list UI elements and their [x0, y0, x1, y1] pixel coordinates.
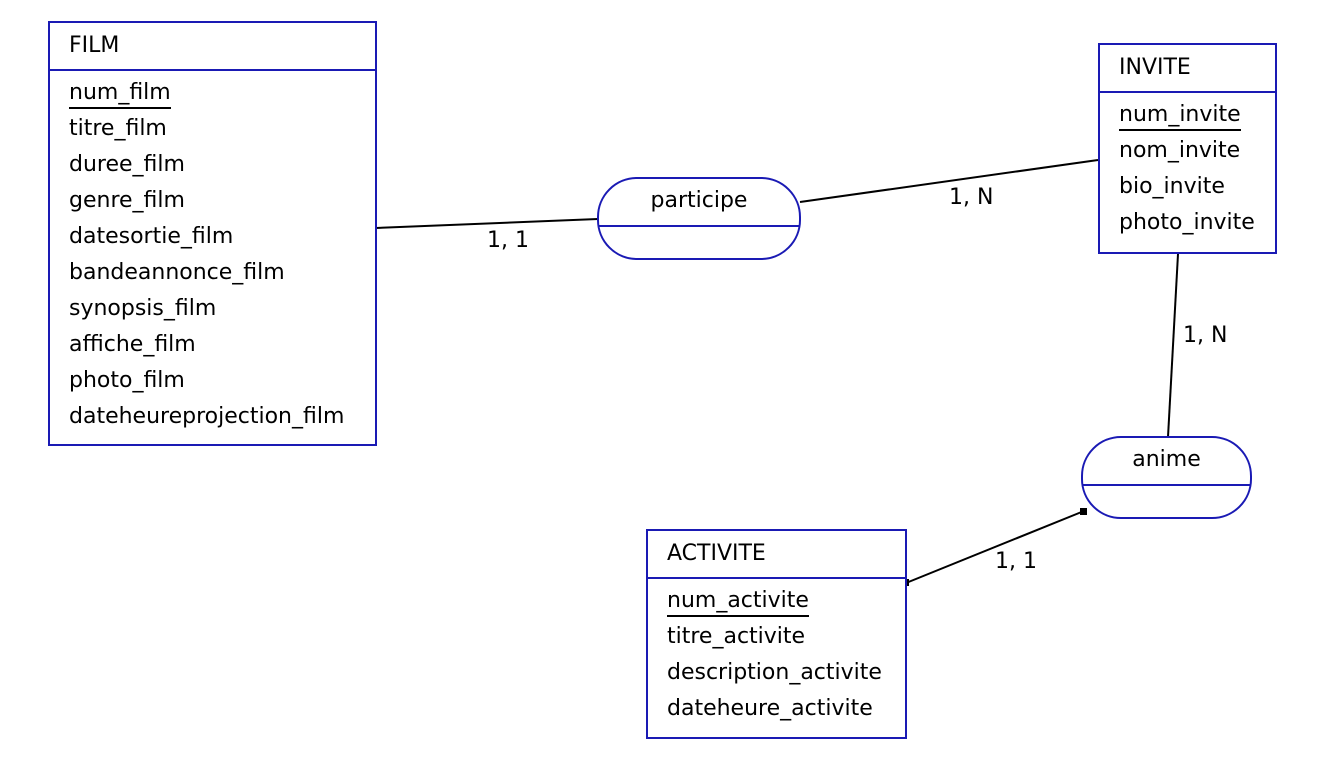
attribute-primary-key: num_activite — [667, 585, 905, 621]
attribute: duree_film — [69, 152, 185, 177]
link-film-participe — [375, 218, 599, 229]
link-anime-activite — [905, 510, 1085, 584]
link-end-marker — [1080, 508, 1087, 515]
link-invite-anime — [1167, 253, 1179, 438]
association-title: participe — [599, 179, 799, 227]
association-anime[interactable]: anime — [1081, 436, 1252, 519]
cardinality-participe-invite: 1, N — [949, 185, 994, 210]
attribute: dateheure_activite — [667, 696, 873, 721]
link-participe-invite — [799, 159, 1099, 203]
entity-activite[interactable]: ACTIVITE num_activite titre_activite des… — [646, 529, 907, 739]
entity-film[interactable]: FILM num_film titre_film duree_film genr… — [48, 21, 377, 446]
attribute-primary-key: num_invite — [1119, 99, 1275, 135]
attribute: genre_film — [69, 188, 185, 213]
attribute-primary-key: num_film — [69, 77, 375, 113]
attribute-list: num_activite titre_activite description_… — [648, 579, 905, 729]
cardinality-anime-activite: 1, 1 — [995, 549, 1037, 574]
attribute: bandeannonce_film — [69, 260, 285, 285]
attribute: titre_activite — [667, 624, 806, 649]
attribute: photo_film — [69, 368, 185, 393]
attribute: synopsis_film — [69, 296, 217, 321]
entity-title: FILM — [50, 23, 375, 71]
attribute: affiche_film — [69, 332, 196, 357]
cardinality-invite-anime: 1, N — [1183, 323, 1228, 348]
association-title: anime — [1083, 438, 1250, 486]
cardinality-film-participe: 1, 1 — [487, 228, 529, 253]
attribute: dateheureprojection_film — [69, 404, 345, 429]
entity-invite[interactable]: INVITE num_invite nom_invite bio_invite … — [1098, 43, 1277, 254]
attribute-list: num_invite nom_invite bio_invite photo_i… — [1100, 93, 1275, 243]
attribute-list: num_film titre_film duree_film genre_fil… — [50, 71, 375, 437]
attribute: nom_invite — [1119, 138, 1241, 163]
attribute: bio_invite — [1119, 174, 1225, 199]
association-participe[interactable]: participe — [597, 177, 801, 260]
entity-title: ACTIVITE — [648, 531, 905, 579]
attribute: photo_invite — [1119, 210, 1255, 235]
entity-title: INVITE — [1100, 45, 1275, 93]
attribute: description_activite — [667, 660, 882, 685]
attribute: titre_film — [69, 116, 167, 141]
attribute: datesortie_film — [69, 224, 234, 249]
